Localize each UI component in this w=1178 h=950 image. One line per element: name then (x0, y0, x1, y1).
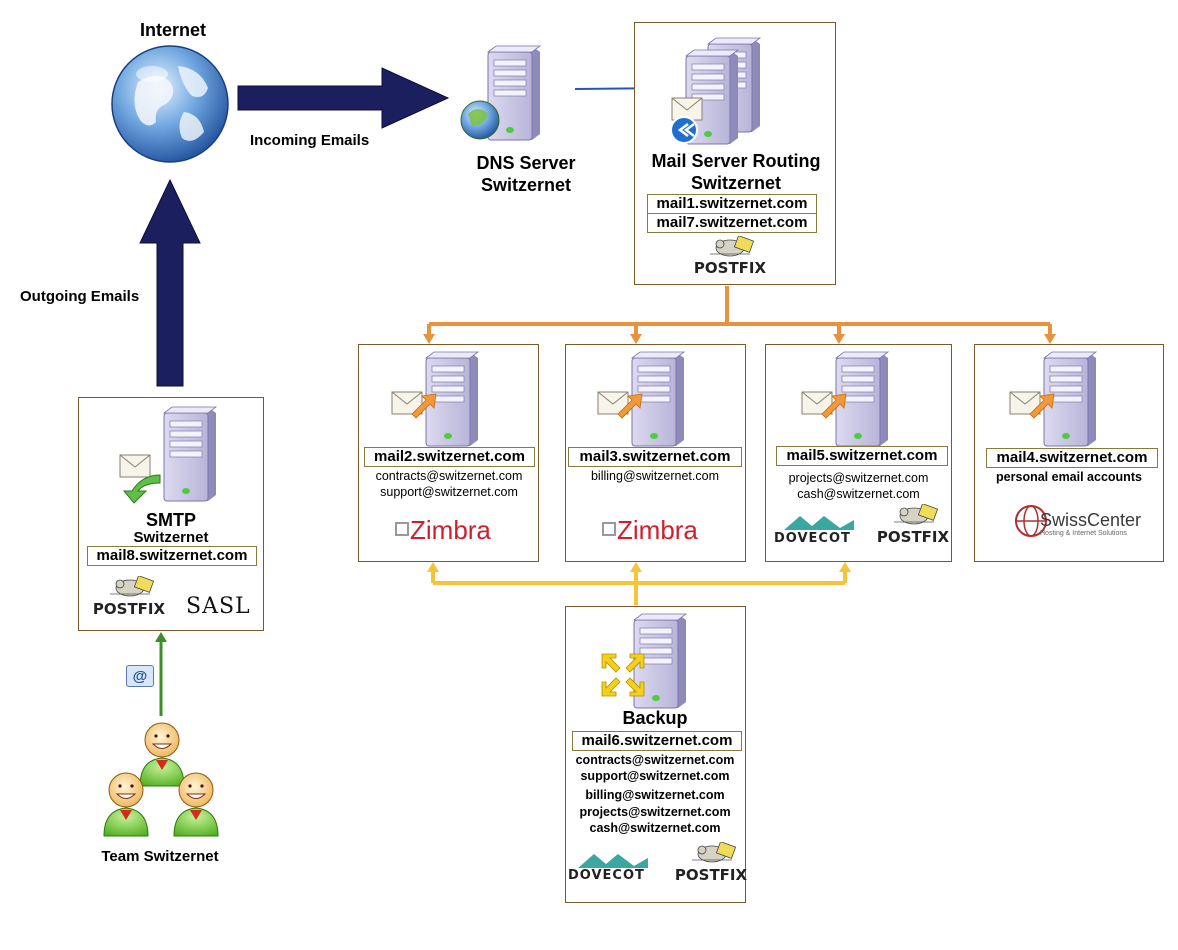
at-mail-icon: @ (126, 665, 154, 687)
routing-title: Mail Server Routing Switzernet (636, 150, 836, 194)
dns-line1: DNS Server (476, 153, 576, 173)
mail4-server-icon (1009, 351, 1097, 447)
smtp-subtitle: Switzernet (133, 529, 209, 546)
mail3-server-icon (597, 351, 685, 447)
mail3-line-1: billing@switzernet.com (590, 469, 719, 483)
incoming-arrow (237, 67, 450, 129)
backup-line-5: cash@switzernet.com (589, 821, 721, 835)
postfix-mouse-icon (709, 236, 754, 257)
team-label: Team Switzernet (101, 848, 219, 865)
backup-postfix-mouse-icon (691, 842, 736, 863)
dns-server-title: DNS Server Switzernet (446, 152, 606, 196)
routing-postfix-logo: POSTFIX (693, 259, 767, 277)
backup-line-1: contracts@switzernet.com (575, 753, 735, 767)
mail4-host: mail4.switzernet.com (986, 448, 1158, 468)
routing-line2: Switzernet (690, 173, 782, 193)
dns-line2: Switzernet (480, 175, 572, 195)
mail2-server-icon (391, 351, 479, 447)
smtp-postfix-logo: POSTFIX (92, 600, 166, 618)
mail5-dovecot-logo: DOVECOT (774, 531, 851, 546)
globe-icon (111, 45, 229, 163)
smtp-postfix-mouse-icon (109, 576, 154, 597)
smtp-host: mail8.switzernet.com (87, 546, 257, 566)
mail4-swisscenter-sub: Hosting & Internet Solutions (1040, 530, 1127, 537)
backup-links (431, 570, 847, 605)
backup-line-4: projects@switzernet.com (579, 805, 731, 819)
backup-postfix-logo: POSTFIX (674, 866, 748, 884)
mail5-dovecot-mark-icon (784, 516, 854, 530)
backup-dovecot-mark-icon (578, 854, 648, 868)
mail5-line-2: cash@switzernet.com (797, 487, 920, 501)
routing-host-1: mail1.switzernet.com (647, 194, 817, 214)
backup-title: Backup (622, 708, 688, 728)
backup-server-icon (601, 613, 687, 709)
backup-line-3: billing@switzernet.com (585, 788, 725, 802)
mail5-server-icon (801, 351, 889, 447)
mail2-zimbra-logo: Zimbra (410, 515, 491, 545)
mail5-line-1: projects@switzernet.com (788, 471, 929, 485)
mail3-zimbra-logo: Zimbra (617, 515, 698, 545)
mail2-host: mail2.switzernet.com (364, 447, 535, 467)
mail2-line-1: contracts@switzernet.com (375, 469, 523, 483)
dns-server-icon (460, 45, 541, 141)
mail5-postfix-logo: POSTFIX (876, 528, 950, 546)
backup-host: mail6.switzernet.com (572, 731, 742, 751)
mail2-line-2: support@switzernet.com (380, 485, 518, 499)
mail4-swisscenter-logo: SwissCenter (1040, 510, 1142, 530)
smtp-sasl-logo: SASL (186, 594, 251, 619)
outgoing-emails-label: Outgoing Emails (20, 288, 140, 305)
swisscenter-globe-icon (1015, 505, 1047, 537)
mail4-line-1: personal email accounts (996, 470, 1142, 484)
mail5-postfix-mouse-icon (893, 504, 938, 525)
smtp-server-icon (119, 406, 217, 504)
routing-server-icon (670, 37, 761, 145)
smtp-title: SMTP (145, 510, 196, 530)
incoming-emails-label: Incoming Emails (250, 132, 370, 149)
mail2-zimbra-mark-icon (395, 522, 409, 536)
backup-line-2: support@switzernet.com (580, 769, 730, 783)
internet-title: Internet (139, 20, 206, 40)
mail3-host: mail3.switzernet.com (568, 447, 742, 467)
outgoing-arrow (139, 178, 201, 387)
users-icon (103, 722, 219, 837)
backup-dovecot-logo: DOVECOT (568, 868, 645, 883)
routing-distribution-links (427, 286, 1052, 336)
mail3-zimbra-mark-icon (602, 522, 616, 536)
routing-host-2: mail7.switzernet.com (647, 213, 817, 233)
routing-line1: Mail Server Routing (651, 151, 821, 171)
mail5-host: mail5.switzernet.com (776, 446, 948, 466)
